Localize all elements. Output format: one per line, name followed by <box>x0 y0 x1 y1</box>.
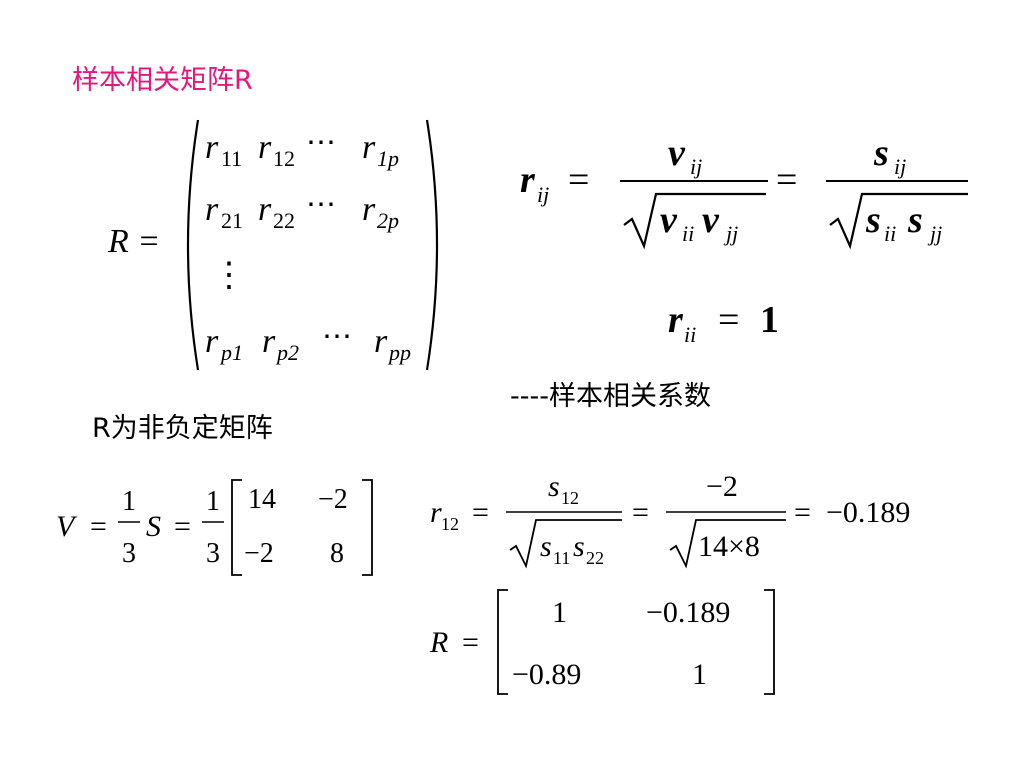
correlation-formula: r ij = v ij v ii v jj = s ij s ii s jj <box>520 132 968 250</box>
rii-value: 1 <box>760 299 779 341</box>
result-m11: 1 <box>552 596 567 629</box>
r12-lhs-sub: 12 <box>441 514 459 534</box>
rij-lhs: r <box>520 159 536 201</box>
vertical-dots: ⋮ <box>212 257 246 294</box>
r12-den-s22-sub: 22 <box>586 548 604 568</box>
slide-title: 样本相关矩阵R <box>72 65 253 96</box>
rij-sqrt-1 <box>623 192 766 250</box>
v-eq2: = <box>174 510 191 543</box>
r12-den-s22: s <box>573 530 585 563</box>
rij-den-s1: s <box>865 199 881 241</box>
v-m12: −2 <box>318 484 348 515</box>
row2-cdots: ⋯ <box>306 188 336 221</box>
entry-rp2: r <box>262 323 276 360</box>
r12-num-s-sub: 12 <box>561 488 579 508</box>
v-m11: 14 <box>248 484 276 515</box>
entry-r22: r <box>258 191 272 228</box>
result-m22: 1 <box>692 658 707 691</box>
result-r-eq: = <box>462 626 479 659</box>
r12-num-2: −2 <box>706 470 738 503</box>
result-r-lhs: R <box>429 626 448 659</box>
rii-sym: r <box>668 299 684 341</box>
entry-rp1: r <box>205 323 219 360</box>
r12-eq3: = <box>794 496 811 529</box>
v-frac2-den: 3 <box>206 538 220 569</box>
rij-den-s1-sub: ii <box>884 221 896 246</box>
r12-den-s11-sub: 11 <box>553 548 570 568</box>
covariance-formula: V = 1 3 S = 1 3 14 −2 −2 8 <box>56 479 373 576</box>
correlation-coefficient-note: ----样本相关系数 <box>510 381 711 412</box>
rij-num-s: s <box>873 132 889 174</box>
r12-result: −0.189 <box>826 496 910 529</box>
r12-sqrt-1 <box>509 519 622 569</box>
r12-eq2: = <box>632 496 649 529</box>
r12-den-2: 14×8 <box>698 530 760 563</box>
right-paren <box>425 119 439 371</box>
v-frac1-num: 1 <box>122 486 136 517</box>
result-right-bracket <box>764 589 775 695</box>
rij-sqrt-2 <box>829 192 968 250</box>
result-m21: −0.89 <box>512 658 581 691</box>
rij-eq1: = <box>568 159 589 201</box>
entry-r22-sub: 22 <box>273 208 295 233</box>
row4-cdots: ⋯ <box>322 320 352 353</box>
entry-r12-sub: 12 <box>273 146 295 171</box>
left-paren <box>186 119 200 371</box>
entry-r1p: r <box>362 129 376 166</box>
result-left-bracket <box>497 589 508 695</box>
entry-rpp: r <box>374 323 388 360</box>
v-m22: 8 <box>330 538 344 569</box>
rij-num-v: v <box>668 132 686 174</box>
rij-den-v2-sub: jj <box>723 221 738 246</box>
v-lhs: V <box>56 510 78 543</box>
rij-num-v-sub: ij <box>690 154 702 179</box>
rij-lhs-sub: ij <box>537 182 549 207</box>
v-eq1: = <box>90 510 107 543</box>
result-m12: −0.189 <box>646 596 730 629</box>
entry-r11: r <box>205 129 219 166</box>
v-left-bracket <box>231 479 242 576</box>
matrix-r-lhs: R = <box>107 223 160 260</box>
rii-sub: ii <box>684 322 696 347</box>
rij-den-s2: s <box>907 199 923 241</box>
entry-rp1-sub: p1 <box>219 340 243 365</box>
rii-eq: = <box>718 299 739 341</box>
v-frac2-num: 1 <box>206 486 220 517</box>
entry-r1p-sub: 1p <box>377 146 399 171</box>
row1-cdots: ⋯ <box>306 126 336 159</box>
entry-r21: r <box>205 191 219 228</box>
entry-r2p: r <box>362 191 376 228</box>
r12-den-s11: s <box>540 530 552 563</box>
diagonal-formula: r ii = 1 <box>668 299 779 347</box>
rij-den-s2-sub: jj <box>927 221 942 246</box>
entry-r2p-sub: 2p <box>377 208 399 233</box>
r12-num-s: s <box>548 470 560 503</box>
non-negative-definite-note: R为非负定矩阵 <box>92 413 273 444</box>
entry-r11-sub: 11 <box>221 146 242 171</box>
rij-den-v2: v <box>702 199 720 241</box>
entry-rp2-sub: p2 <box>275 340 299 365</box>
entry-rpp-sub: pp <box>387 340 411 365</box>
general-correlation-matrix: R = r 11 r 12 ⋯ r 1p r 21 r 22 ⋯ r 2p ⋮ … <box>107 119 439 371</box>
result-correlation-matrix: R = 1 −0.189 −0.89 1 <box>429 589 775 695</box>
entry-r12: r <box>258 129 272 166</box>
rij-eq2: = <box>776 159 797 201</box>
rij-num-s-sub: ij <box>894 154 906 179</box>
v-m21: −2 <box>244 538 274 569</box>
rij-den-v1: v <box>660 199 678 241</box>
r12-formula: r 12 = s 12 s 11 s 22 = −2 14×8 = −0.189 <box>430 470 910 569</box>
rij-den-v1-sub: ii <box>682 221 694 246</box>
v-frac1-den: 3 <box>122 538 136 569</box>
entry-r21-sub: 21 <box>221 208 243 233</box>
r12-eq1: = <box>472 496 489 529</box>
r12-sqrt-2 <box>669 519 786 569</box>
v-right-bracket <box>362 479 373 576</box>
r12-lhs: r <box>430 496 442 529</box>
v-s: S <box>146 510 161 543</box>
